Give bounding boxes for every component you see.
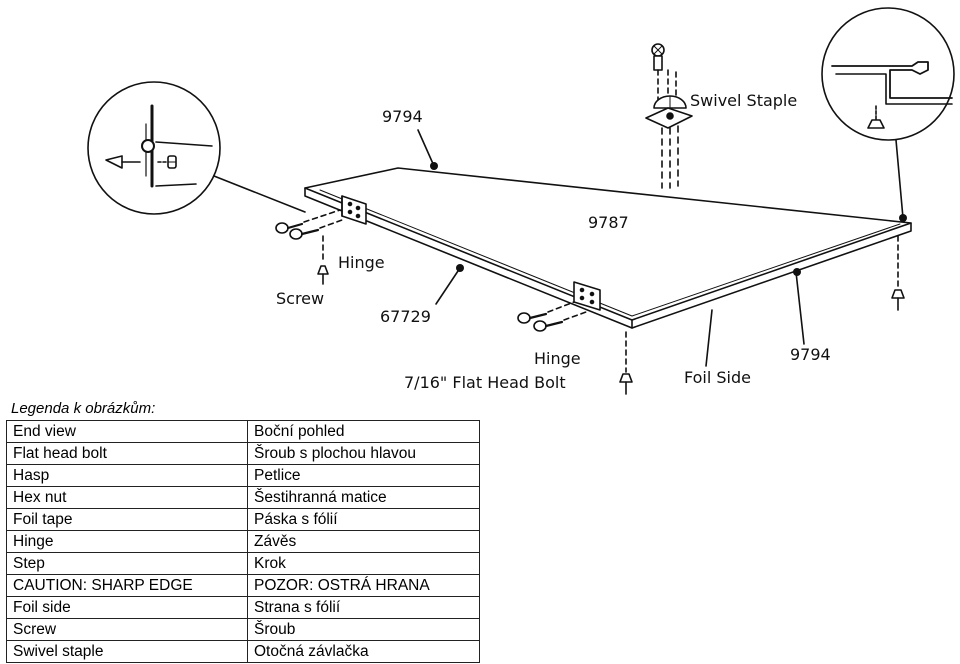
- legend-english-term: Foil side: [6, 596, 248, 619]
- legend-title: Legenda k obrázkům:: [11, 400, 156, 417]
- label-screw: Screw: [276, 289, 324, 308]
- label-swivel-staple: Swivel Staple: [690, 91, 797, 110]
- leader-end-view-left: [213, 175, 306, 213]
- legend-czech-term: POZOR: OSTRÁ HRANA: [247, 574, 480, 597]
- flat-head-bolt: [619, 331, 633, 395]
- legend-czech-term: Šestihranná matice: [247, 486, 480, 509]
- leader-9794-right: [795, 271, 805, 345]
- legend-czech-term: Petlice: [247, 464, 480, 487]
- swivel-staple-assembly: [645, 43, 693, 189]
- panel-9787: [304, 167, 912, 329]
- legend-english-term: Screw: [6, 618, 248, 641]
- legend-english-term: End view: [6, 420, 248, 443]
- legend-czech-term: Závěs: [247, 530, 480, 553]
- label-foil-side: Foil Side: [684, 368, 751, 387]
- label-9794-right: 9794: [790, 345, 831, 364]
- label-9787: 9787: [588, 213, 629, 232]
- legend-english-term: Swivel staple: [6, 640, 248, 663]
- label-flat-head-bolt: 7/16" Flat Head Bolt: [404, 373, 566, 392]
- legend-english-term: Step: [6, 552, 248, 575]
- legend-czech-term: Krok: [247, 552, 480, 575]
- legend-czech-term: Páska s fólií: [247, 508, 480, 531]
- label-hinge-right: Hinge: [534, 349, 581, 368]
- legend-english-term: Flat head bolt: [6, 442, 248, 465]
- bolt-right: [891, 235, 905, 311]
- legend-english-term: Hex nut: [6, 486, 248, 509]
- screws-right: [517, 301, 587, 332]
- legend-english-term: Hinge: [6, 530, 248, 553]
- legend-czech-term: Šroub s plochou hlavou: [247, 442, 480, 465]
- legend-czech-term: Šroub: [247, 618, 480, 641]
- leader-end-view-right: [895, 139, 904, 219]
- legend-czech-term: Strana s fólií: [247, 596, 480, 619]
- hinge-left: [341, 195, 367, 225]
- screws-left: [275, 209, 343, 285]
- legend-english-term: Hasp: [6, 464, 248, 487]
- legend-czech-term: Otočná závlačka: [247, 640, 480, 663]
- label-9794-top: 9794: [382, 107, 423, 126]
- legend-english-term: Foil tape: [6, 508, 248, 531]
- leader-67729: [435, 267, 461, 305]
- end-view-detail-right: [821, 7, 955, 141]
- label-67729: 67729: [380, 307, 431, 326]
- end-view-detail-left: [87, 81, 221, 215]
- leader-foil-side: [705, 309, 713, 367]
- legend-english-term: CAUTION: SHARP EDGE: [6, 574, 248, 597]
- legend-czech-term: Boční pohled: [247, 420, 480, 443]
- leader-9794-top: [417, 129, 435, 167]
- label-hinge-left: Hinge: [338, 253, 385, 272]
- hinge-right: [573, 281, 601, 311]
